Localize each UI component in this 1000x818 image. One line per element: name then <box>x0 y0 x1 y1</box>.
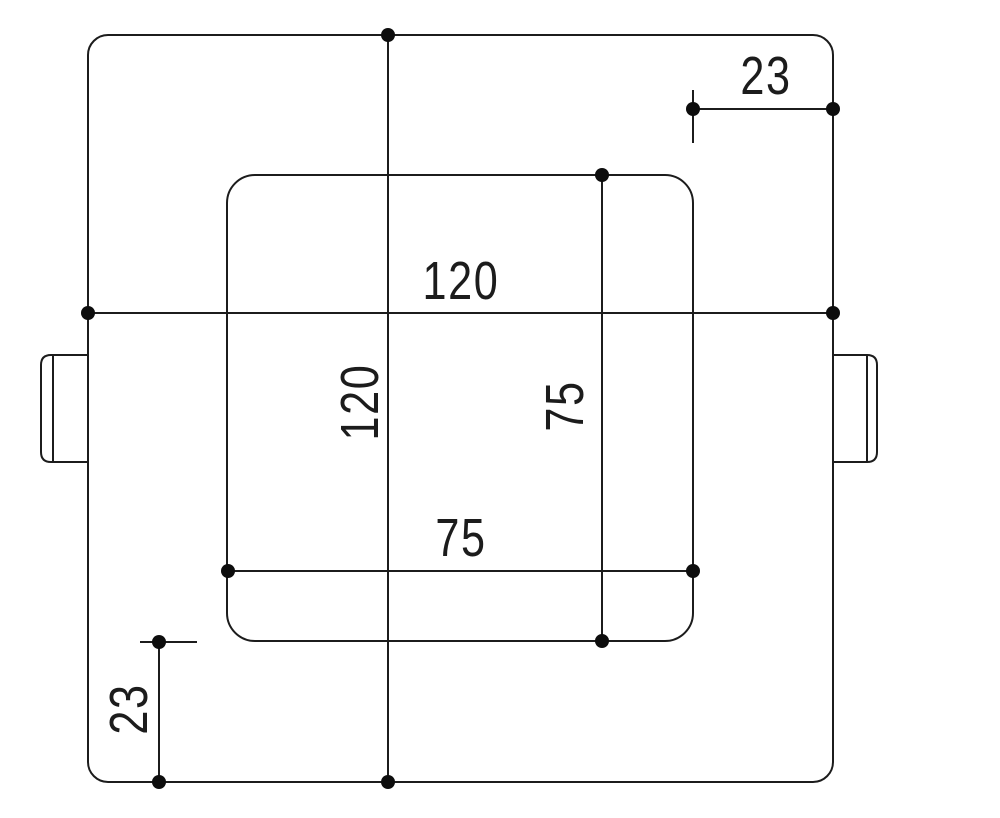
dim-label-offset-bottom-left: 23 <box>99 683 159 735</box>
dimension-endpoint-dots <box>81 28 840 789</box>
dim-label-inner-height: 75 <box>535 380 595 432</box>
dim-label-offset-top-right: 23 <box>740 46 792 106</box>
dot-offset-right-inner <box>686 102 700 116</box>
dim-label-outer-width: 120 <box>422 251 500 311</box>
left-tab-outline <box>40 354 88 463</box>
dot-inner-width-left <box>221 564 235 578</box>
inner-cutout-outline <box>226 174 694 642</box>
dot-inner-width-right <box>686 564 700 578</box>
outline-group <box>40 34 878 783</box>
right-tab-outline <box>833 354 878 463</box>
dot-offset-right-outer <box>826 102 840 116</box>
outer-plate-outline <box>87 34 834 783</box>
dot-inner-height-bottom <box>595 634 609 648</box>
dot-outer-height-bottom <box>381 775 395 789</box>
dot-outer-width-left <box>81 306 95 320</box>
dot-outer-width-right <box>826 306 840 320</box>
dot-inner-height-top <box>595 168 609 182</box>
dot-outer-height-top <box>381 28 395 42</box>
dot-offset-bottom-inner <box>152 635 166 649</box>
dot-offset-bottom-outer <box>152 775 166 789</box>
dim-label-outer-height: 120 <box>330 363 390 441</box>
dim-label-inner-width: 75 <box>435 508 487 568</box>
